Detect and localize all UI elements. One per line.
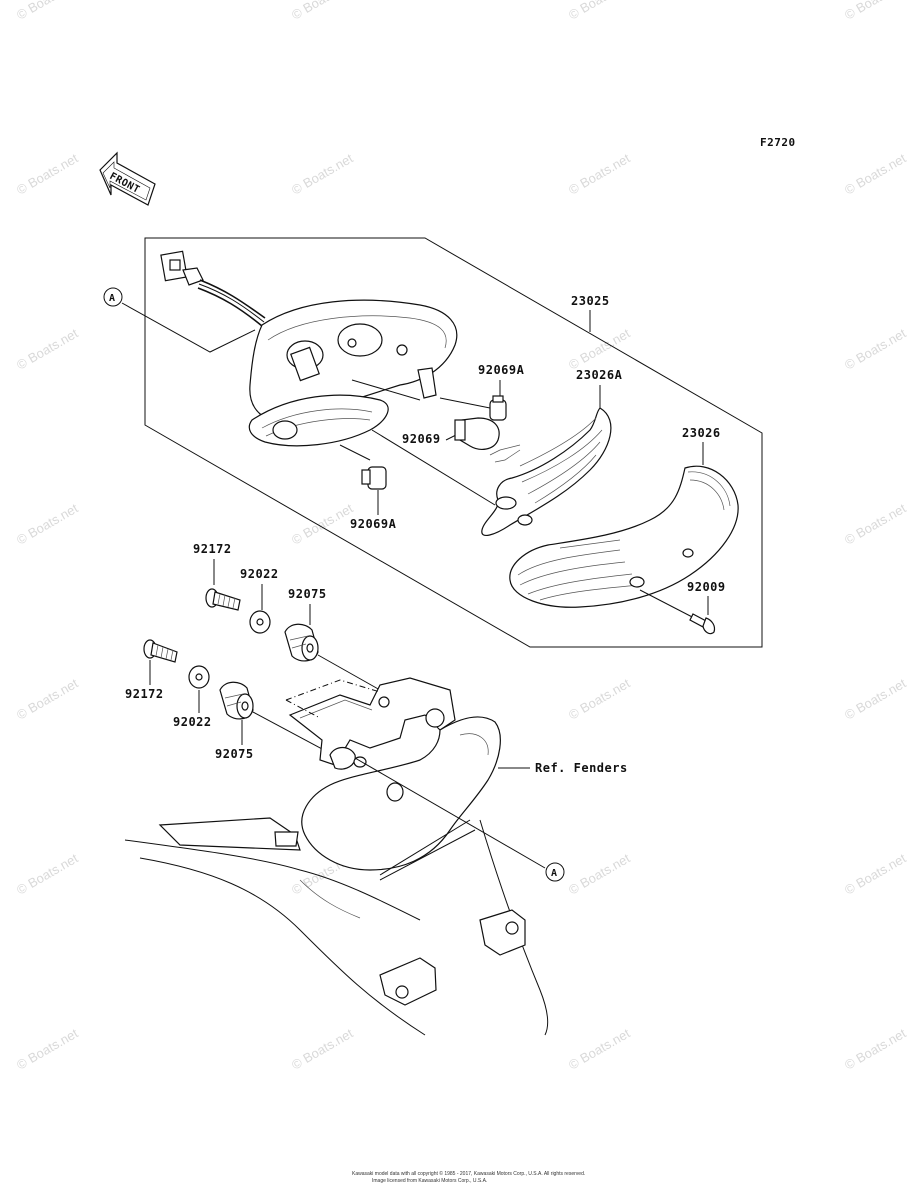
front-arrow-icon: FRONT [99,151,156,206]
svg-text:92009: 92009 [687,580,726,594]
watermark: © Boats.net [566,0,633,23]
watermark: © Boats.net [289,150,356,197]
copyright-footer: Kawasaki model data with all copyright ©… [352,1170,585,1184]
bulb-92069: 92069 [402,417,500,450]
rear-fender [124,716,549,1036]
callout-a-top: A [103,287,256,353]
watermark: © Boats.net [14,675,81,722]
watermark: © Boats.net [14,500,81,547]
assembly-boundary [144,237,763,648]
watermark: © Boats.net [566,675,633,722]
screw-92009: 92009 [687,580,726,635]
watermark: © Boats.net [14,0,81,23]
fastener-set-bottom: 92172 92022 92075 [125,639,353,766]
watermark: © Boats.net [566,1025,633,1072]
svg-text:92069A: 92069A [478,363,525,377]
svg-text:Image licensed from Kawasaki M: Image licensed from Kawasaki Motors Corp… [372,1178,487,1184]
watermark: © Boats.net [289,0,356,23]
fastener-set-top: 92172 92022 92075 [193,542,381,691]
lens-23026: 23026 [509,426,739,621]
taillight-housing [160,250,496,506]
svg-text:Ref. Fenders: Ref. Fenders [535,761,628,775]
svg-text:92075: 92075 [215,747,254,761]
watermark: © Boats.net [14,325,81,372]
watermark: © Boats.net [842,850,909,897]
watermark: © Boats.net [14,850,81,897]
watermark: © Boats.net [842,325,909,372]
watermark: © Boats.net [842,0,909,23]
svg-text:23026: 23026 [682,426,721,440]
watermark: © Boats.net [566,150,633,197]
lens-23026a: 23026A [481,368,623,537]
svg-text:92069A: 92069A [350,517,397,531]
callout-a-bottom: A [354,757,565,882]
watermark: © Boats.net [566,325,633,372]
watermark: © Boats.net [842,500,909,547]
fender-bracket [285,677,456,770]
figure-code: F2720 [760,136,796,149]
svg-text:A: A [551,868,558,879]
watermark: © Boats.net [842,150,909,197]
watermark: © Boats.net [14,150,81,197]
svg-text:92172: 92172 [125,687,164,701]
callout-23025: 23025 [571,294,610,332]
watermark: © Boats.net [842,675,909,722]
svg-text:23025: 23025 [571,294,610,308]
svg-text:92069: 92069 [402,432,441,446]
watermark: © Boats.net [842,1025,909,1072]
svg-text:92075: 92075 [288,587,327,601]
watermark: © Boats.net [566,850,633,897]
callout-ref-fenders: Ref. Fenders [498,761,628,775]
svg-text:92172: 92172 [193,542,232,556]
watermark: © Boats.net [289,1025,356,1072]
watermark-layer: © Boats.net © Boats.net © Boats.net © Bo… [14,0,909,1073]
bulb-92069a-bottom: 92069A [339,444,397,531]
svg-text:A: A [109,293,116,304]
svg-text:Kawasaki model data with all c: Kawasaki model data with all copyright ©… [352,1170,585,1177]
svg-text:23026A: 23026A [576,368,623,382]
watermark: © Boats.net [14,1025,81,1072]
bulb-92069a-top: 92069A [439,363,525,421]
svg-text:92022: 92022 [240,567,279,581]
svg-text:92022: 92022 [173,715,212,729]
